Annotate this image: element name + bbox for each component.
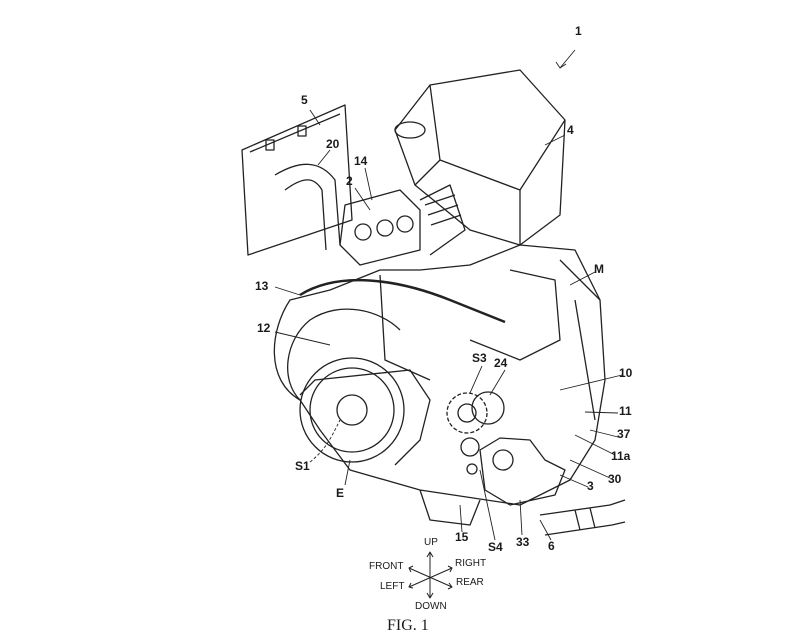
direction-front: FRONT — [369, 561, 404, 572]
ref-label-5: 5 — [301, 93, 308, 107]
ref-label-E: E — [336, 486, 345, 500]
ref-label-2: 2 — [346, 174, 353, 188]
ref-label-15: 15 — [455, 530, 469, 544]
direction-right: RIGHT — [455, 558, 487, 569]
ref-label-11: 11 — [619, 404, 632, 418]
ref-label-10: 10 — [619, 366, 633, 380]
direction-arrows — [408, 551, 453, 599]
ref-label-4: 4 — [567, 123, 574, 137]
direction-left: LEFT — [380, 581, 405, 592]
radiator-5 — [241, 104, 353, 256]
ref-label-S3: S3 — [472, 351, 487, 365]
direction-rear: REAR — [456, 577, 484, 588]
ref-label-12: 12 — [257, 321, 271, 335]
generator-cover — [299, 357, 431, 466]
ref-label-11a: 11a — [611, 449, 631, 463]
hose-20 — [274, 163, 341, 251]
ref-label-37: 37 — [617, 427, 631, 441]
airbox-4 — [394, 69, 566, 246]
ref-label-3: 3 — [587, 479, 594, 493]
ref-label-20: 20 — [326, 137, 340, 151]
ref-label-M: M — [594, 262, 604, 276]
direction-down: DOWN — [415, 601, 447, 612]
sprocket — [446, 391, 505, 434]
ref-label-30: 30 — [608, 472, 622, 486]
ref-label-14: 14 — [354, 154, 368, 168]
figure-caption: FIG. 1 — [387, 617, 429, 634]
ref-label-S1: S1 — [295, 459, 310, 473]
ref-label-33: 33 — [516, 535, 530, 549]
exhaust-pipe-6 — [539, 499, 626, 536]
engine-body — [273, 244, 606, 526]
direction-up: UP — [424, 537, 438, 548]
ref-label-24: 24 — [494, 356, 508, 370]
ref-label-6: 6 — [548, 539, 555, 553]
ref-label-13: 13 — [255, 279, 269, 293]
cylinder-head — [339, 184, 466, 266]
ref-label-S4: S4 — [488, 540, 503, 554]
leader-lines — [274, 49, 623, 541]
harness-13 — [299, 279, 506, 324]
pump-unit — [460, 437, 566, 506]
ref-label-1: 1 — [575, 24, 582, 38]
